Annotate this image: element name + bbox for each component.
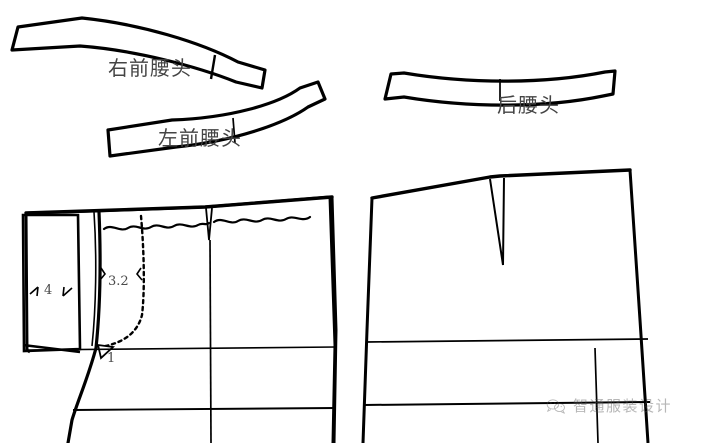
front-panel-waist-edge xyxy=(24,195,334,215)
front-panel-grainline xyxy=(209,239,212,443)
right-front-waistband-tab-line xyxy=(209,54,217,80)
back-panel-waist-edge xyxy=(370,168,632,200)
front-panel-thigh-line xyxy=(72,407,337,411)
back-panel-thigh-line xyxy=(363,401,651,406)
back-panel-left-seam xyxy=(361,197,374,443)
front-panel-side-seam xyxy=(330,196,338,443)
front-panel-gather-wave-right xyxy=(212,215,312,224)
piece-back-trouser-panel xyxy=(361,168,651,443)
front-panel-notch-mark xyxy=(96,343,116,360)
back-panel-hip-line xyxy=(365,338,649,343)
dimension-pocket-facing-width: 4 xyxy=(44,283,53,298)
front-panel-hip-line xyxy=(26,346,337,351)
piece-right-front-waistband xyxy=(10,16,267,90)
right-front-waistband-outline xyxy=(10,16,267,90)
left-front-waistband-notch xyxy=(232,117,236,144)
label-left-front-waistband: 左前腰头 xyxy=(158,126,242,150)
watermark-text: 智通服装设计 xyxy=(573,397,673,415)
piece-back-waistband xyxy=(383,69,617,107)
dim-arrow-32-right xyxy=(136,267,143,281)
dim-arrow-4-right xyxy=(62,286,73,297)
wechat-icon xyxy=(546,398,565,414)
dim-arrow-4-left xyxy=(29,286,39,297)
front-panel-pocket-bag xyxy=(98,214,146,349)
piece-front-trouser-panel xyxy=(21,195,338,443)
label-right-front-waistband: 右前腰头 xyxy=(108,56,192,80)
watermark: 智通服装设计 xyxy=(546,395,672,416)
front-panel-outline xyxy=(24,195,337,443)
front-panel-crotch-curve xyxy=(66,210,102,443)
left-front-waistband-outline xyxy=(106,80,327,158)
front-panel-gather-wave-left xyxy=(102,221,211,231)
label-back-waistband: 后腰头 xyxy=(497,93,560,117)
back-panel-grainline xyxy=(594,347,599,443)
dim-arrow-32-left xyxy=(99,267,106,281)
dimension-hem-notch: 1 xyxy=(107,351,116,366)
dimension-pocket-opening-width: 3.2 xyxy=(108,274,129,289)
front-panel-facing-hem xyxy=(22,343,81,354)
piece-left-front-waistband xyxy=(106,80,327,158)
front-panel-inner-seam xyxy=(91,211,97,347)
front-panel-dart xyxy=(205,207,213,241)
back-panel-dart xyxy=(489,177,505,266)
